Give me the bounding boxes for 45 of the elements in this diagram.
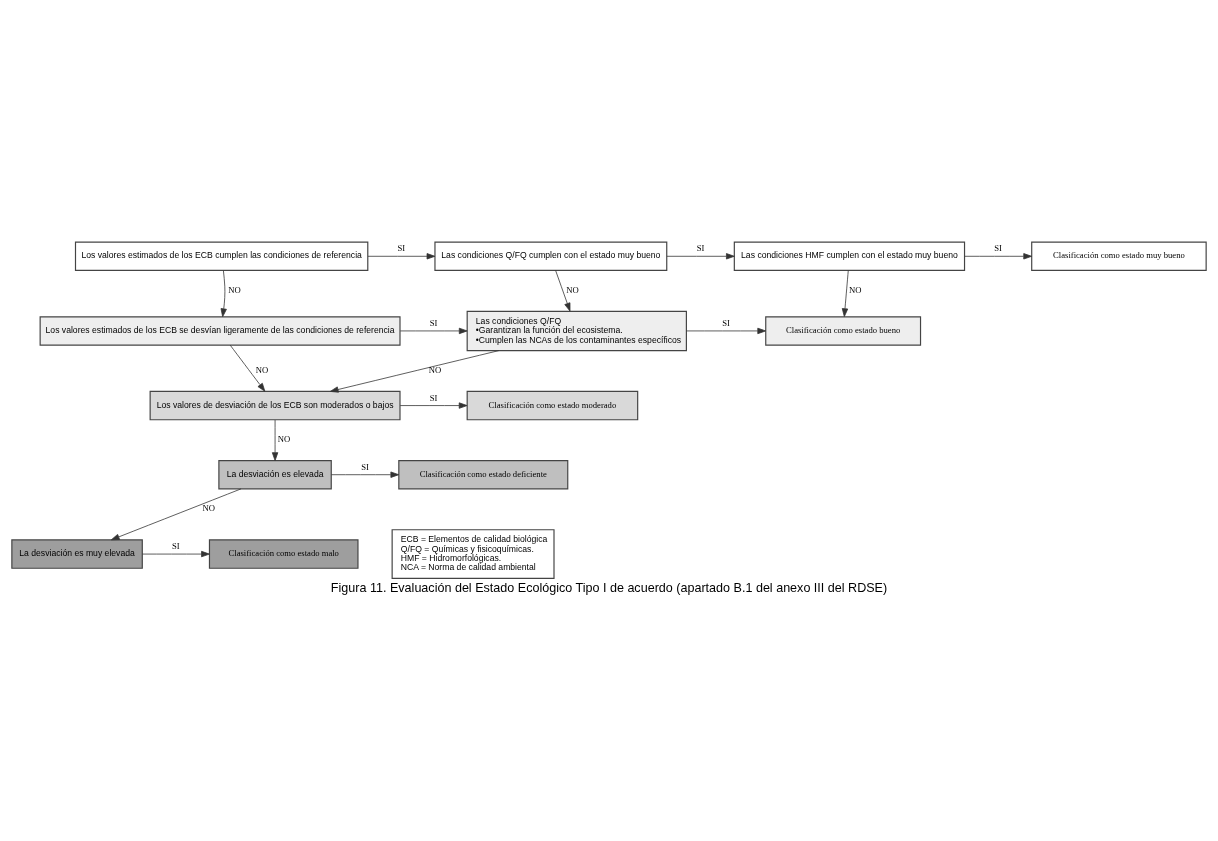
node-box: Clasificación como estado malo: [208, 539, 359, 569]
node-box: Las condiciones HMF cumplen con el estado muy bueno: [733, 241, 966, 271]
arrow: [399, 327, 468, 335]
arrow: [142, 550, 210, 558]
edge-label: NO: [228, 285, 241, 296]
node-box: Clasificación como estado deficiente: [398, 460, 569, 490]
node-box: Clasificación como estado bueno: [765, 316, 922, 346]
arrow: [399, 402, 468, 409]
arrow: [686, 327, 767, 335]
edge-label: SI: [361, 461, 369, 472]
arrow: [964, 253, 1032, 260]
edge-label: SI: [172, 541, 180, 552]
arrow: [555, 270, 571, 312]
caption: Figura 11. Evaluación del Estado Ecológico Tipo I de acuerdo (apartado B.1 del anexo III del RDSE): [330, 580, 888, 595]
node-box: La desviación es muy elevada: [11, 539, 143, 569]
edge-label: NO: [428, 365, 442, 376]
arrow: [229, 344, 266, 392]
node-box: Los valores estimados de los ECB se desvían ligeramente de las condiciones de referencia: [39, 316, 401, 346]
node-box: Los valores de desviación de los ECB son moderados o bajos: [149, 390, 401, 421]
node-box: Los valores estimados de los ECB cumplen las condiciones de referencia: [74, 241, 369, 271]
edge-label: NO: [202, 503, 215, 514]
arrow: [329, 350, 500, 393]
node-box: Clasificación como estado muy bueno: [1031, 241, 1207, 271]
arrow: [367, 253, 436, 260]
arrow: [271, 419, 279, 461]
node-box: La desviación es elevada: [218, 460, 332, 490]
node-box: Clasificación como estado moderado: [466, 390, 639, 421]
node-box: Las condiciones Q/FQ •Garantizan la función del ecosistema. •Cumplen las NCAs de los contaminantes específicos: [466, 310, 687, 352]
node-box: ECB = Elementos de calidad biológica Q/FQ = Químicas y fisicoquímicas. HMF = Hidromorfológicas. NCA = Norma de calidad ambiental: [391, 529, 555, 579]
arrow: [841, 270, 849, 317]
edge-label: NO: [566, 285, 579, 296]
edge-label: SI: [429, 392, 438, 403]
arrow: [666, 253, 735, 260]
edge-label: SI: [722, 318, 730, 329]
arrow: [220, 270, 227, 318]
edge-label: SI: [696, 243, 705, 254]
edge-label: SI: [397, 243, 406, 254]
edge-label: NO: [277, 434, 291, 445]
edge-label: SI: [429, 318, 438, 329]
edge-label: NO: [255, 365, 269, 376]
arrow: [110, 488, 242, 541]
edge-label: NO: [849, 285, 862, 296]
node-box: Las condiciones Q/FQ cumplen con el estado muy bueno: [434, 241, 668, 271]
edge-label: SI: [994, 243, 1002, 254]
arrow: [331, 471, 400, 478]
